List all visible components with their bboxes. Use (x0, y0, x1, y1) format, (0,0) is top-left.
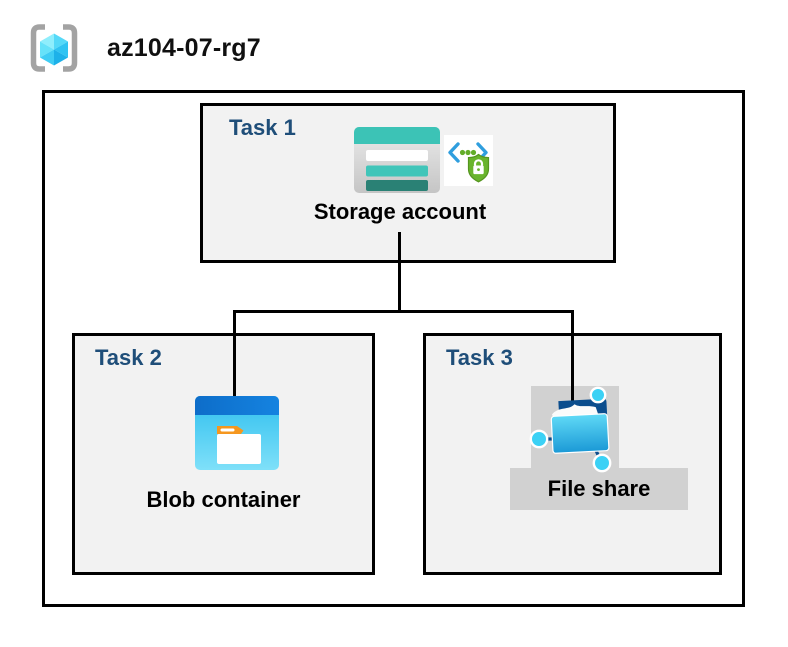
resource-group-header: az104-07-rg7 (28, 22, 261, 74)
file-share-icon (529, 386, 612, 473)
resource-group-icon (30, 24, 78, 72)
sas-shield-icon (444, 135, 493, 186)
task2-title: Task 2 (95, 345, 162, 370)
file-share-label-band: File share (510, 468, 688, 510)
storage-account-icon (354, 127, 440, 193)
file-share-label: File share (547, 476, 651, 501)
blob-container-icon (195, 396, 279, 470)
task1-title: Task 1 (229, 115, 296, 140)
task3-title: Task 3 (446, 345, 513, 370)
blob-container-label: Blob container (146, 487, 301, 512)
resource-group-title: az104-07-rg7 (107, 33, 261, 62)
task2-box: Task 2 (72, 333, 375, 575)
storage-account-label: Storage account (313, 199, 487, 224)
